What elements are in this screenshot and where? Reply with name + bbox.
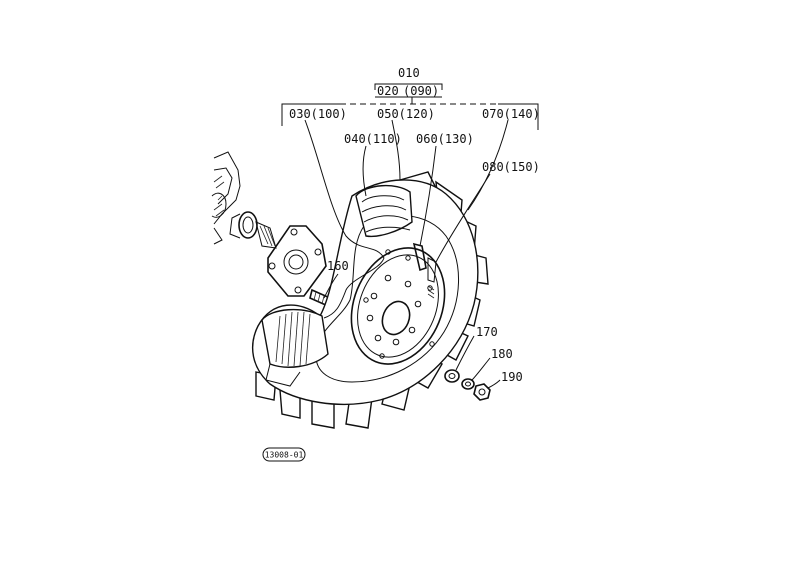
callout-080: 080(150)	[482, 160, 540, 174]
drawing-code: 13008-01	[265, 451, 304, 460]
callout-010: 010	[398, 66, 420, 80]
callout-brackets	[281, 83, 539, 130]
callout-070: 070(140)	[482, 107, 540, 121]
callout-090: (090)	[403, 84, 439, 98]
wheel-flange	[267, 225, 327, 297]
callout-030: 030(100)	[289, 107, 347, 121]
nut-190	[473, 383, 491, 401]
callout-060: 060(130)	[416, 132, 474, 146]
washer-180	[461, 378, 475, 390]
leader-lines	[304, 119, 509, 389]
callout-020: 020	[377, 84, 399, 98]
callout-170: 170	[476, 325, 498, 339]
washer-170	[444, 369, 460, 383]
callout-180: 180	[491, 347, 513, 361]
axle-hub-assembly	[211, 151, 277, 249]
callout-160: 160	[327, 259, 349, 273]
callout-050: 050(120)	[377, 107, 435, 121]
callout-190: 190	[501, 370, 523, 384]
lug-wheel	[251, 171, 489, 429]
callout-040: 040(110)	[344, 132, 402, 146]
drawing-code-badge: 13008-01	[262, 447, 306, 462]
callout-labels: 010 020 (090) 030(100) 050(120) 070(140)…	[289, 66, 540, 384]
